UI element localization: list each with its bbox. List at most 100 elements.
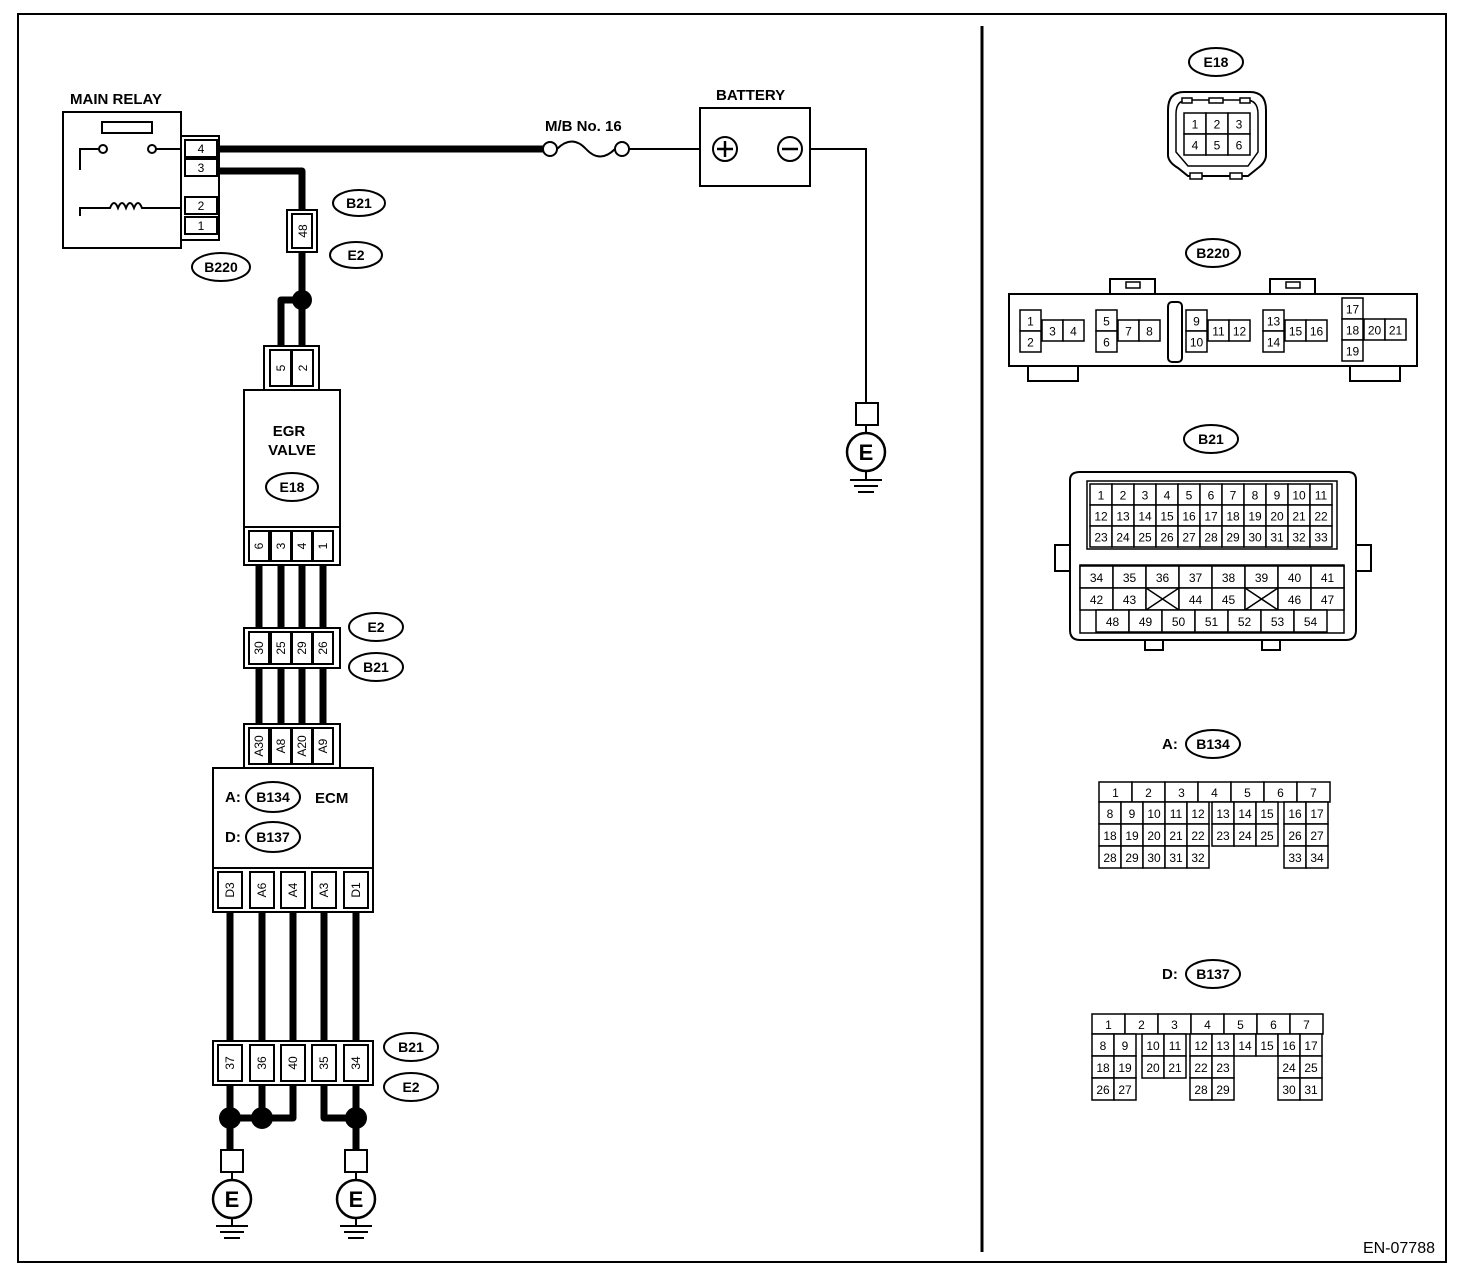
ecm-top-connector: A30 A8 A20 A9 bbox=[243, 723, 341, 769]
b137-pin-28: 28 bbox=[1194, 1083, 1208, 1097]
b220-pin-14: 14 bbox=[1267, 336, 1281, 350]
b137-pin-26: 26 bbox=[1096, 1083, 1110, 1097]
svg-text:40: 40 bbox=[286, 1056, 300, 1070]
fuse-mb-16: M/B No. 16 bbox=[542, 118, 630, 158]
tag-e2-power bbox=[329, 241, 383, 269]
b21-pin-33: 33 bbox=[1314, 531, 1328, 545]
tag-e2-mid bbox=[348, 612, 404, 642]
b21-pin-21: 21 bbox=[1292, 510, 1306, 524]
b134-pin-30: 30 bbox=[1147, 851, 1161, 865]
b21-pin-6: 6 bbox=[1208, 489, 1215, 503]
egr-bottom-connector: 6 3 4 1 bbox=[243, 526, 341, 566]
b220-pin-8: 8 bbox=[1146, 325, 1153, 339]
b21-pin-1: 1 bbox=[1098, 489, 1105, 503]
b21-pin-29: 29 bbox=[1226, 531, 1240, 545]
svg-text:E: E bbox=[225, 1187, 240, 1212]
svg-text:B134: B134 bbox=[1196, 736, 1230, 752]
svg-text:E18: E18 bbox=[280, 479, 305, 495]
svg-text:29: 29 bbox=[295, 641, 309, 655]
b21-pin-44: 44 bbox=[1189, 593, 1203, 607]
svg-text:48: 48 bbox=[296, 224, 310, 238]
tag-e18 bbox=[265, 472, 319, 502]
b137-pin-2: 2 bbox=[1138, 1018, 1145, 1032]
b21-pin-8: 8 bbox=[1252, 489, 1259, 503]
b137-pin-29: 29 bbox=[1216, 1083, 1230, 1097]
e18-pin-5: 5 bbox=[1214, 139, 1221, 153]
tag-b21-mid bbox=[348, 652, 404, 682]
b134-pin-4: 4 bbox=[1211, 786, 1218, 800]
relay-pin-2: 2 bbox=[198, 199, 205, 213]
b134-pin-13: 13 bbox=[1216, 807, 1230, 821]
b137-pin-6: 6 bbox=[1270, 1018, 1277, 1032]
b21-pin-19: 19 bbox=[1248, 510, 1262, 524]
b21-pin-32: 32 bbox=[1292, 531, 1306, 545]
egr-top-connector: 5 2 bbox=[263, 345, 320, 391]
b134-pin-24: 24 bbox=[1238, 829, 1252, 843]
b21-pin-37: 37 bbox=[1189, 571, 1203, 585]
svg-text:3: 3 bbox=[274, 542, 288, 549]
svg-text:25: 25 bbox=[274, 641, 288, 655]
b21-pin-5: 5 bbox=[1186, 489, 1193, 503]
tag-b137-ecm bbox=[245, 821, 301, 853]
b21-pin-53: 53 bbox=[1271, 615, 1285, 629]
ecm: A: B134 ECM D: B137 bbox=[212, 767, 374, 869]
tag-b134-ecm bbox=[245, 781, 301, 813]
b21-pin-12: 12 bbox=[1094, 510, 1108, 524]
ecm-label: ECM bbox=[315, 790, 348, 807]
ground-battery: E bbox=[845, 402, 887, 493]
b21-pin-2: 2 bbox=[1120, 489, 1127, 503]
svg-text:D:: D: bbox=[225, 829, 241, 846]
svg-text:E: E bbox=[859, 440, 874, 465]
b21-pin-41: 41 bbox=[1321, 571, 1335, 585]
b137-pin-1: 1 bbox=[1105, 1018, 1112, 1032]
e18-pin-3: 3 bbox=[1236, 118, 1243, 132]
svg-text:B21: B21 bbox=[346, 195, 372, 211]
svg-text:35: 35 bbox=[317, 1056, 331, 1070]
thin-wires bbox=[628, 148, 867, 403]
svg-text:E18: E18 bbox=[1204, 54, 1229, 70]
b21-pin-18: 18 bbox=[1226, 510, 1240, 524]
b21-pin-40: 40 bbox=[1288, 571, 1302, 585]
b134-pin-5: 5 bbox=[1244, 786, 1251, 800]
b137-pin-5: 5 bbox=[1237, 1018, 1244, 1032]
splice-dots bbox=[219, 290, 367, 1129]
tag-e2-bottom bbox=[383, 1072, 439, 1102]
b21-pin-26: 26 bbox=[1160, 531, 1174, 545]
b21-pin-49: 49 bbox=[1139, 615, 1153, 629]
b137-pin-18: 18 bbox=[1096, 1061, 1110, 1075]
svg-text:1: 1 bbox=[316, 542, 330, 549]
b137-pin-13: 13 bbox=[1216, 1039, 1230, 1053]
b137-pin-27: 27 bbox=[1118, 1083, 1132, 1097]
svg-text:B137: B137 bbox=[1196, 966, 1230, 982]
b220-pin-11: 11 bbox=[1212, 325, 1225, 339]
relay-pin-1: 1 bbox=[198, 219, 205, 233]
b137-pin-19: 19 bbox=[1118, 1061, 1132, 1075]
fuse-label: M/B No. 16 bbox=[545, 118, 622, 135]
svg-text:A3: A3 bbox=[317, 882, 331, 897]
b220-pin-16: 16 bbox=[1310, 325, 1324, 339]
b137-pin-21: 21 bbox=[1168, 1061, 1182, 1075]
b21-pin-51: 51 bbox=[1205, 615, 1219, 629]
b21-pin-7: 7 bbox=[1230, 489, 1237, 503]
svg-text:E2: E2 bbox=[402, 1079, 419, 1095]
b137-pin-14: 14 bbox=[1238, 1039, 1252, 1053]
b21-pin-20: 20 bbox=[1270, 510, 1284, 524]
mid-connector: 30 25 29 26 E2 B21 bbox=[243, 612, 404, 682]
svg-text:D:: D: bbox=[1162, 966, 1178, 983]
battery-label: BATTERY bbox=[716, 87, 785, 104]
b21-pin-15: 15 bbox=[1160, 510, 1174, 524]
b21-pin-52: 52 bbox=[1238, 615, 1252, 629]
b137-pin-23: 23 bbox=[1216, 1061, 1230, 1075]
b21-pin-4: 4 bbox=[1164, 489, 1171, 503]
svg-text:D3: D3 bbox=[223, 882, 237, 898]
e18-pin-6: 6 bbox=[1236, 139, 1243, 153]
b220-pin-4: 4 bbox=[1070, 325, 1077, 339]
b220-pin-6: 6 bbox=[1103, 336, 1110, 350]
svg-text:B134: B134 bbox=[256, 789, 290, 805]
svg-text:4: 4 bbox=[295, 542, 309, 549]
b137-pin-9: 9 bbox=[1122, 1039, 1129, 1053]
b21-pin-22: 22 bbox=[1314, 510, 1328, 524]
b21-pin-48: 48 bbox=[1106, 615, 1120, 629]
